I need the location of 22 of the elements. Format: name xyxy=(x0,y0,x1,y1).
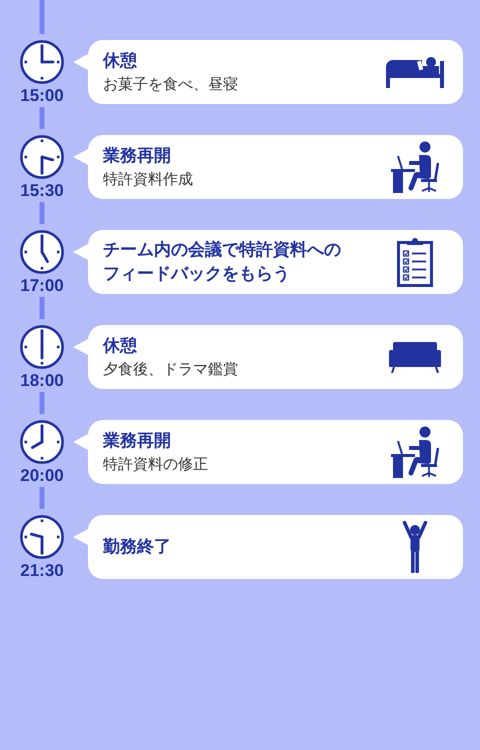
time-label: 21:30 xyxy=(20,562,64,580)
timeline-line xyxy=(40,487,44,509)
card-description: 特許資料の修正 xyxy=(103,454,208,475)
card-title: 休憩 xyxy=(103,335,137,358)
card-title: チーム内の会議で特許資料へのフィードバックをもらう xyxy=(103,239,342,286)
timeline-line xyxy=(40,107,44,129)
timeline-line xyxy=(40,297,44,319)
card-title: 業務再開 xyxy=(103,430,171,453)
card-description: お菓子を食べ、昼寝 xyxy=(103,74,238,95)
timeline-line xyxy=(40,202,44,224)
time-label: 18:00 xyxy=(20,372,64,390)
card-title: 業務再開 xyxy=(103,145,171,168)
card-description: 夕食後、ドラマ鑑賞 xyxy=(103,359,238,380)
time-label: 15:00 xyxy=(20,87,64,105)
time-label: 15:30 xyxy=(20,182,64,200)
time-label: 20:00 xyxy=(20,467,64,485)
card-title: 休憩 xyxy=(103,50,137,73)
timeline-line xyxy=(40,392,44,414)
time-label: 17:00 xyxy=(20,277,64,295)
timeline-line xyxy=(40,0,44,34)
card-title: 勤務終了 xyxy=(103,536,171,559)
card-description: 特許資料作成 xyxy=(103,169,193,190)
